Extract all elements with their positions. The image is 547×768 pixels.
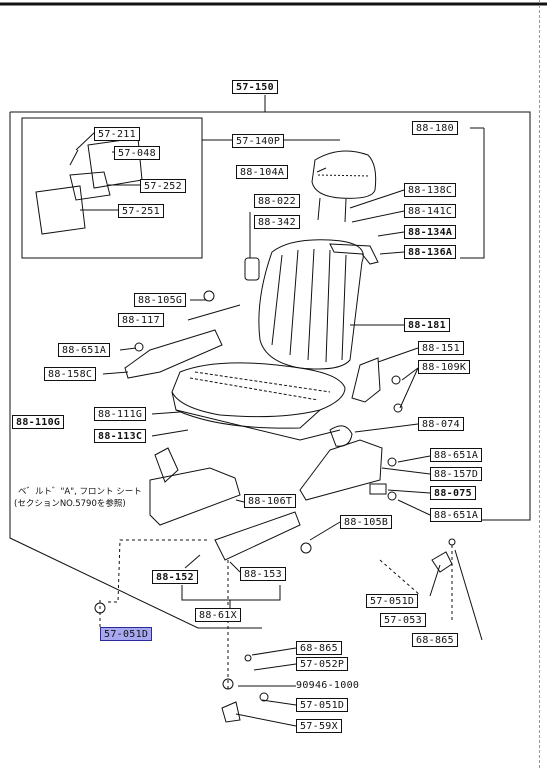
label-57-051d-1: 57-051D [366, 594, 419, 608]
page-edge [539, 0, 547, 768]
label-57-052p: 57-052P [296, 657, 349, 671]
label-57-59x: 57-59X [296, 719, 342, 733]
label-88-141c: 88-141C [404, 204, 457, 218]
label-57-252: 57-252 [140, 179, 186, 193]
label-88-074: 88-074 [418, 417, 464, 431]
label-88-106t: 88-106T [244, 494, 297, 508]
note-seat-belt-line1: ベ゛ルト゛"A", フロント シート [18, 487, 142, 497]
label-88-117: 88-117 [118, 313, 164, 327]
label-88-113c: 88-113C [94, 429, 147, 443]
label-88-134a: 88-134A [404, 225, 457, 239]
label-88-61x: 88-61X [195, 608, 241, 622]
label-88-342: 88-342 [254, 215, 300, 229]
label-88-105g: 88-105G [134, 293, 187, 307]
label-88-651a-2: 88-651A [430, 448, 483, 462]
label-88-109k: 88-109K [418, 360, 471, 374]
label-57-053: 57-053 [380, 613, 426, 627]
label-88-157d: 88-157D [430, 467, 483, 481]
label-88-111g: 88-111G [94, 407, 147, 421]
label-88-152: 88-152 [152, 570, 198, 584]
label-57-048: 57-048 [114, 146, 160, 160]
label-88-138c: 88-138C [404, 183, 457, 197]
label-57-251: 57-251 [118, 204, 164, 218]
label-57-051d-highlighted: 57-051D [100, 627, 153, 641]
label-88-153: 88-153 [240, 567, 286, 581]
label-57-211: 57-211 [94, 127, 140, 141]
label-88-022: 88-022 [254, 194, 300, 208]
label-57-051d-3: 57-051D [296, 698, 349, 712]
label-90946-1000: 90946-1000 [296, 680, 360, 691]
label-88-651a-1: 88-651A [58, 343, 111, 357]
label-88-181: 88-181 [404, 318, 450, 332]
label-88-105b: 88-105B [340, 515, 393, 529]
label-57-150: 57-150 [232, 80, 278, 94]
label-88-075: 88-075 [430, 486, 476, 500]
label-68-865-2: 68-865 [296, 641, 342, 655]
label-88-151: 88-151 [418, 341, 464, 355]
label-68-865-1: 68-865 [412, 633, 458, 647]
label-88-136a: 88-136A [404, 245, 457, 259]
label-57-140p: 57-140P [232, 134, 285, 148]
label-88-180: 88-180 [412, 121, 458, 135]
note-seat-belt-line2: (セクションNO.5790を参照) [14, 499, 126, 509]
label-88-110g: 88-110G [12, 415, 65, 429]
label-88-651a-3: 88-651A [430, 508, 483, 522]
label-88-104a: 88-104A [236, 165, 289, 179]
label-88-158c: 88-158C [44, 367, 97, 381]
